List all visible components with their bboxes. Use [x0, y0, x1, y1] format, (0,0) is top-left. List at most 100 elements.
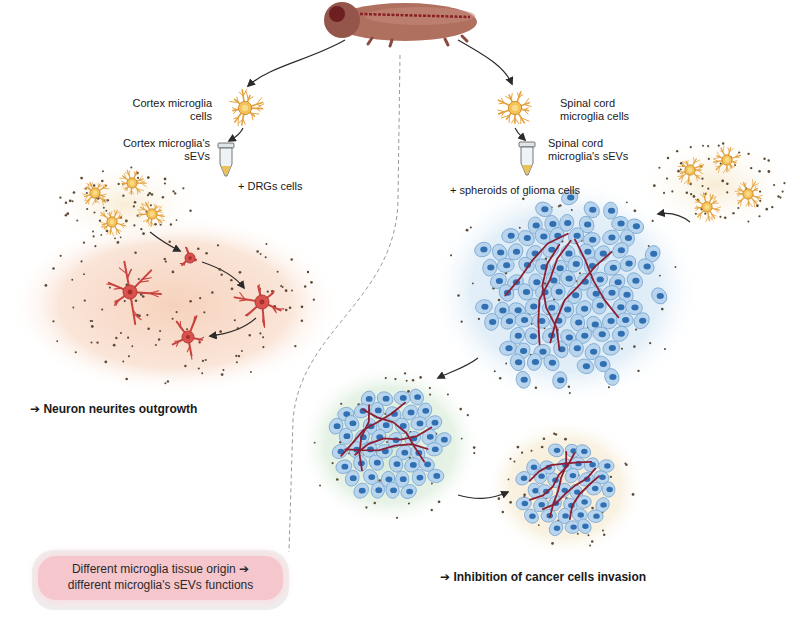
vesicle-dot — [262, 346, 264, 348]
branch — [233, 110, 237, 114]
neurite — [263, 321, 265, 328]
vesicle-dot — [579, 272, 581, 274]
summary-box: Different microglia tissue origin ➔ diff… — [38, 556, 283, 600]
vesicle-dot — [138, 278, 140, 280]
neurite — [114, 288, 121, 290]
vesicle-dot — [104, 361, 107, 364]
nucleus — [688, 168, 693, 173]
glioma-cell — [547, 442, 565, 459]
glioma-cell — [371, 402, 385, 418]
vesicle-dot — [404, 372, 406, 374]
vesicle-dot — [131, 345, 133, 347]
nucleus — [550, 278, 557, 284]
vesicle-dot — [747, 153, 749, 155]
nucleus — [557, 265, 564, 271]
nucleus — [533, 222, 540, 228]
glioma-cell — [616, 313, 634, 328]
vesicle-dot — [235, 355, 237, 357]
vesicle-dot — [199, 297, 201, 299]
nucleus — [422, 408, 429, 414]
blood-vessel — [550, 252, 611, 342]
vesicle-dot — [211, 291, 213, 293]
vesicle-dot — [100, 234, 102, 236]
vesicle-dot — [724, 216, 727, 219]
glow — [430, 177, 700, 407]
vesicle-dot — [313, 299, 315, 301]
branch — [738, 192, 741, 194]
glioma-cell — [515, 496, 532, 511]
branch — [708, 216, 712, 220]
branch — [121, 224, 124, 227]
vesicle-dot — [203, 311, 205, 313]
nucleus — [408, 410, 415, 416]
nucleus — [604, 463, 610, 468]
branch — [718, 166, 720, 172]
branch — [752, 180, 753, 187]
vesicle-dot — [406, 380, 408, 382]
glioma-cell — [569, 340, 584, 357]
branch — [88, 200, 90, 204]
nucleus — [570, 524, 576, 529]
vesicle-dot — [707, 145, 709, 147]
vesicle-dot — [661, 308, 664, 311]
nucleus — [499, 307, 506, 313]
glioma-cell — [508, 352, 527, 373]
vesicle-dot — [94, 245, 96, 247]
vesicle-dot — [205, 252, 208, 255]
branch — [100, 222, 105, 224]
vesicle-dot — [60, 255, 62, 257]
neurite — [191, 354, 193, 360]
branch — [100, 215, 104, 216]
nucleus — [581, 306, 588, 312]
vesicle-dot — [505, 363, 507, 365]
nucleus — [600, 502, 606, 507]
arrow — [229, 128, 243, 141]
branch — [524, 108, 529, 110]
vesicle-dot — [140, 228, 142, 230]
vesicle-dot — [721, 180, 724, 183]
nucleus — [503, 262, 510, 268]
cell-body — [685, 165, 695, 175]
glioma-cell — [339, 428, 353, 445]
vesicle-dot — [649, 342, 651, 344]
glow — [45, 160, 205, 250]
vesicle-dot — [521, 452, 523, 454]
neurite — [140, 281, 149, 282]
tube — [218, 143, 234, 176]
neurite — [183, 262, 185, 264]
branch — [155, 207, 160, 209]
vesicle-dot — [236, 361, 238, 363]
vesicle-dot — [412, 379, 414, 381]
vesicle-dot — [498, 299, 501, 302]
branch — [684, 162, 688, 164]
branch — [713, 198, 715, 203]
nucleus — [564, 220, 571, 226]
cell-body — [722, 155, 732, 165]
microglia-cell — [230, 90, 264, 126]
vesicle-dot — [186, 328, 188, 330]
vesicle-dot — [86, 192, 88, 194]
nucleus — [414, 394, 421, 400]
nucleus — [344, 433, 351, 439]
vesicle-dot — [146, 314, 148, 316]
branch — [524, 99, 528, 105]
nucleus — [349, 420, 356, 426]
glow — [485, 418, 645, 558]
vesicle-dot — [80, 177, 83, 180]
blood-vessel — [530, 453, 575, 500]
vesicle-dot — [513, 461, 515, 463]
nucleus — [188, 256, 192, 260]
blood-vessel — [550, 452, 566, 517]
branch — [125, 172, 129, 174]
branch — [524, 105, 531, 107]
vesicle-dot — [76, 220, 78, 222]
vesicle-dot — [102, 170, 104, 172]
vesicle-dot — [457, 294, 460, 297]
arrow — [515, 128, 525, 140]
nucleus — [725, 158, 730, 163]
vesicle-dot — [265, 243, 267, 245]
branch — [715, 209, 718, 212]
neurite — [176, 342, 178, 347]
branch — [243, 119, 245, 124]
nucleus — [532, 359, 539, 365]
